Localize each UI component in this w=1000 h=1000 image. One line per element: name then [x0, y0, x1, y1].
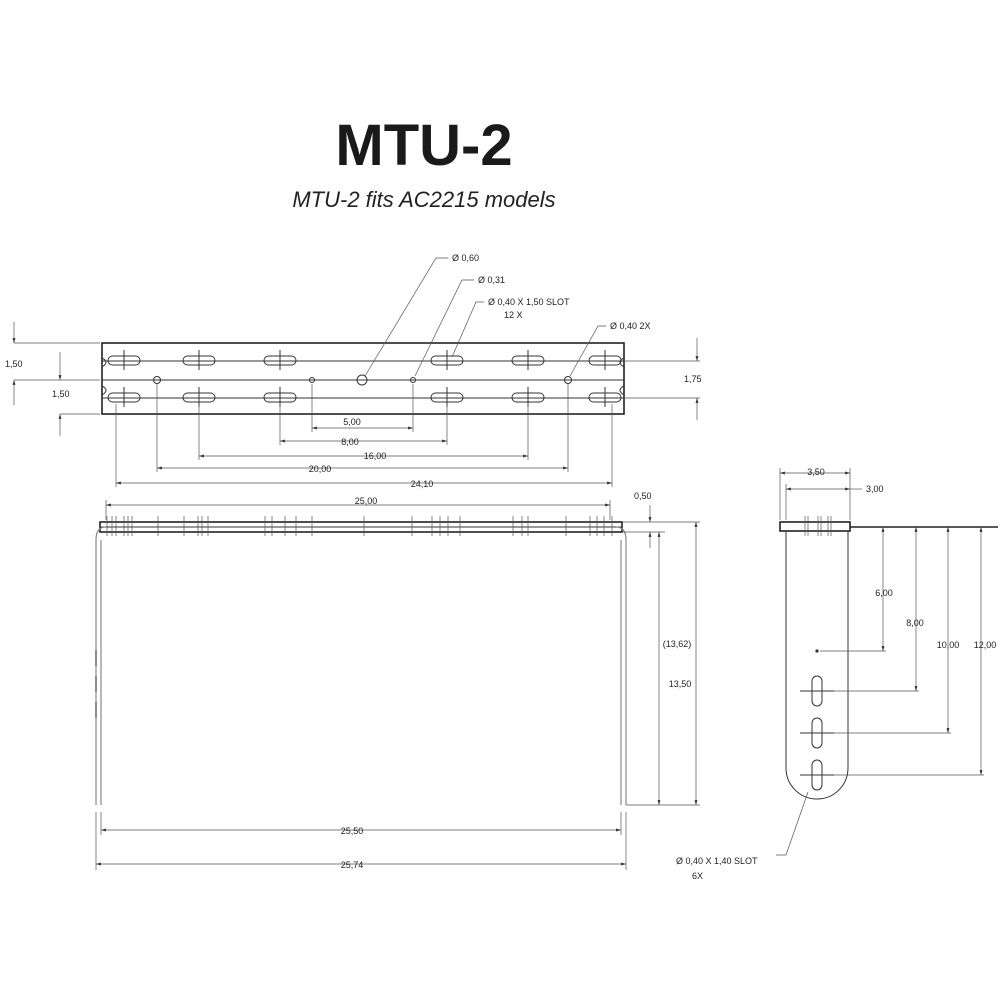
side-flange-marks — [804, 516, 832, 536]
dim-16: 16,00 — [364, 451, 387, 461]
flange-hole-marks — [106, 516, 613, 536]
dim-top-width: 25,00 — [355, 496, 378, 506]
slot-row-upper — [107, 350, 622, 370]
side-view-flange — [779, 521, 851, 532]
callout-hole-060: Ø 0,60 — [452, 253, 479, 263]
callout-slot-top-qty: 12 X — [504, 310, 523, 320]
left-wall — [95, 526, 107, 805]
dim-left-upper: 1,50 — [5, 359, 23, 369]
side-width-dimension-lines — [779, 468, 862, 520]
dim-24-10: 24,10 — [411, 479, 434, 489]
horizontal-dimension-lines — [115, 384, 613, 487]
dim-width-300: 3,00 — [866, 484, 884, 494]
hole-040-left — [153, 376, 161, 384]
dim-5: 5,00 — [343, 417, 361, 427]
top-view-outline — [101, 342, 625, 415]
front-dimension-lines — [95, 500, 700, 870]
hole-031-left — [309, 377, 315, 383]
callout-slot-top: Ø 0,40 X 1,50 SLOT — [488, 297, 570, 307]
callout-hole-031: Ø 0,31 — [478, 275, 505, 285]
dim-6: 6,00 — [875, 588, 893, 598]
side-slots — [800, 675, 834, 791]
right-wall — [615, 526, 627, 805]
front-view-dimension-labels: 25,00 0,50 (13,62) 13,50 25,50 25,74 — [341, 491, 692, 870]
side-view-dimension-labels: 3,50 3,00 6,00 8,00 10,00 12,00 — [807, 467, 996, 650]
page-title: MTU-2 — [335, 113, 513, 178]
leader-slot-top — [451, 301, 484, 358]
dim-height: 13,50 — [669, 679, 692, 689]
leader-hole-040 — [569, 325, 606, 377]
slot-row-lower — [107, 387, 622, 407]
leader-hole-060 — [364, 257, 448, 377]
side-vertical-dimension-lines — [820, 527, 984, 776]
callout-slot-side: Ø 0,40 X 1,40 SLOT — [676, 856, 758, 866]
dim-20: 20,00 — [309, 464, 332, 474]
hole-060-center — [356, 374, 368, 386]
dim-8-side: 8,00 — [906, 618, 924, 628]
front-view — [95, 500, 700, 870]
leader-slot-side — [776, 791, 809, 856]
dim-8: 8,00 — [341, 437, 359, 447]
callout-labels: Ø 0,60 Ø 0,31 Ø 0,40 X 1,50 SLOT 12 X Ø … — [452, 253, 758, 881]
right-dimension-lines — [624, 338, 700, 420]
edge-notches — [101, 357, 625, 396]
dim-right: 1,75 — [684, 374, 702, 384]
side-view — [776, 468, 998, 856]
dim-12: 12,00 — [974, 640, 997, 650]
dim-lip: 0,50 — [634, 491, 652, 501]
dim-ref-height: (13,62) — [663, 639, 692, 649]
callout-hole-040: Ø 0,40 2X — [610, 321, 651, 331]
page-subtitle: MTU-2 fits AC2215 models — [292, 187, 556, 212]
hole-031-right — [410, 377, 416, 383]
hole-040-right — [564, 376, 572, 384]
top-view-dimension-labels: 1,50 1,50 1,75 5,00 8,00 16,00 20,00 24,… — [5, 359, 702, 489]
dim-outer-width: 25,74 — [341, 860, 364, 870]
dim-left-lower: 1,50 — [52, 389, 70, 399]
dim-inner-width: 25,50 — [341, 826, 364, 836]
leader-hole-031 — [414, 279, 474, 377]
left-dimension-lines — [12, 322, 100, 436]
top-view — [12, 257, 700, 487]
dim-width-350: 3,50 — [807, 467, 825, 477]
callout-slot-side-qty: 6X — [692, 871, 703, 881]
dim-10: 10,00 — [937, 640, 960, 650]
side-hole-mark — [815, 649, 819, 653]
side-view-leg — [785, 531, 849, 800]
